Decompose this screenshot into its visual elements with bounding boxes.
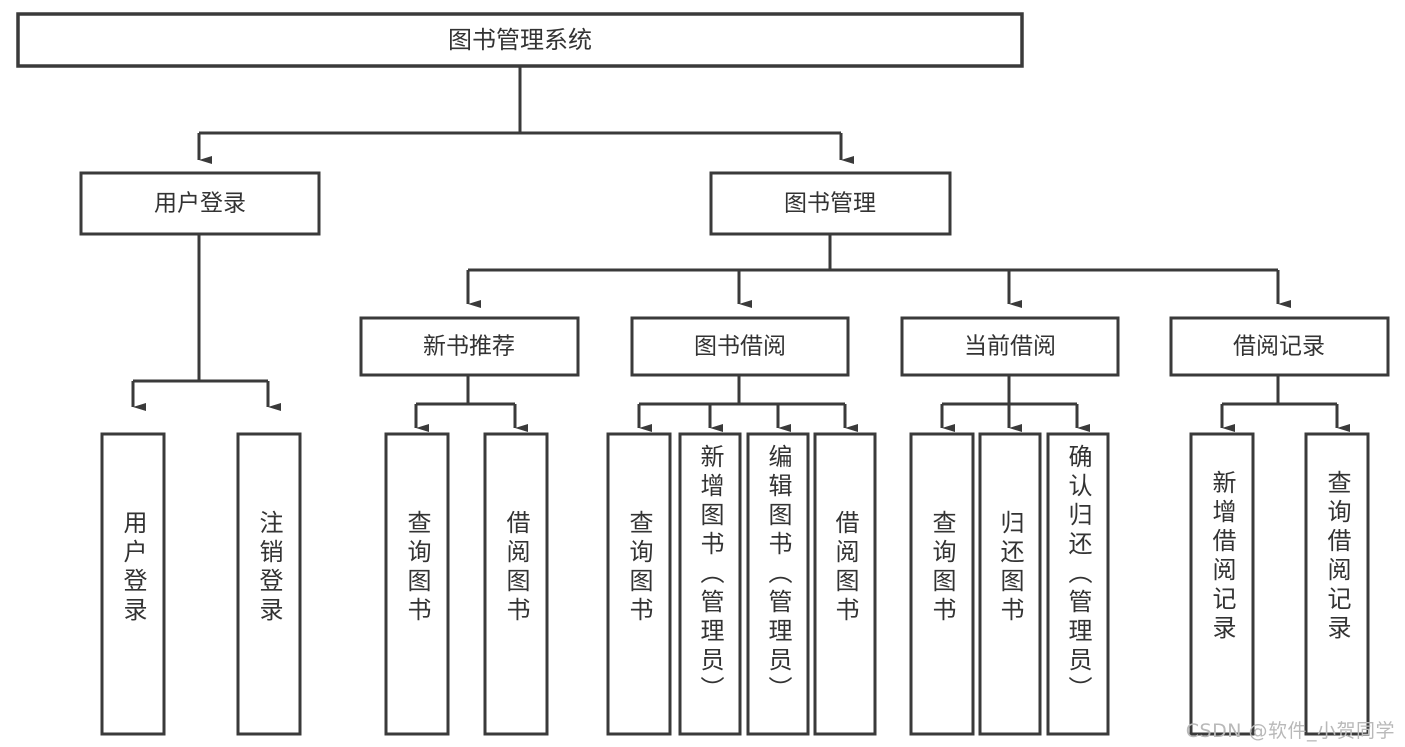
node-new-book-recommend-label: 新书推荐 bbox=[423, 334, 515, 360]
node-user-login[interactable]: 用户登录 bbox=[79, 171, 321, 236]
node-current-borrow-box[interactable] bbox=[900, 316, 1120, 377]
leaf-box-newbook-query[interactable] bbox=[384, 432, 450, 736]
leaf-box-borrow-lend[interactable] bbox=[813, 432, 877, 736]
node-current-borrow[interactable]: 当前借阅 bbox=[900, 316, 1120, 377]
node-book-management-box[interactable] bbox=[709, 171, 952, 236]
connector-group-userlogin-to-leaves bbox=[131, 234, 281, 411]
node-root-label: 图书管理系统 bbox=[448, 26, 592, 54]
connector-group-newbook-to-leaves bbox=[414, 375, 528, 432]
node-user-login-box[interactable] bbox=[79, 171, 321, 236]
leaf-box-current-confirm[interactable] bbox=[1046, 432, 1110, 736]
node-book-management[interactable]: 图书管理 bbox=[709, 171, 952, 236]
leaf-box-current-return[interactable] bbox=[978, 432, 1042, 736]
leaf-boxes-new-book-group bbox=[384, 432, 549, 736]
node-root-box[interactable] bbox=[16, 12, 1024, 68]
leaf-box-user-login[interactable] bbox=[100, 432, 166, 736]
node-root-book-management-system[interactable]: 图书管理系统 bbox=[16, 12, 1024, 68]
leaf-boxes-book-borrow-group bbox=[606, 432, 877, 736]
leaf-box-logout[interactable] bbox=[236, 432, 302, 736]
node-user-login-label: 用户登录 bbox=[154, 191, 246, 217]
connector-group-root-to-level2 bbox=[197, 66, 854, 164]
leaf-boxes-user-login-group bbox=[100, 432, 302, 736]
leaf-box-borrow-add[interactable] bbox=[678, 432, 742, 736]
node-borrow-records-box[interactable] bbox=[1169, 316, 1390, 377]
leaf-box-records-query[interactable] bbox=[1304, 432, 1370, 736]
connector-group-currentborrow-to-leaves bbox=[940, 375, 1090, 432]
node-book-borrow[interactable]: 图书借阅 bbox=[630, 316, 850, 377]
node-borrow-records-label: 借阅记录 bbox=[1233, 334, 1325, 360]
connector-group-records-to-leaves bbox=[1220, 375, 1350, 432]
leaf-box-current-query[interactable] bbox=[909, 432, 975, 736]
leaf-box-borrow-edit[interactable] bbox=[746, 432, 810, 736]
leaf-boxes-current-borrow-group bbox=[909, 432, 1110, 736]
node-current-borrow-label: 当前借阅 bbox=[964, 334, 1056, 360]
connector-group-bookborrow-to-leaves bbox=[637, 375, 858, 432]
node-book-borrow-box[interactable] bbox=[630, 316, 850, 377]
connector-group-bookmanage-to-level3 bbox=[466, 234, 1291, 308]
leaf-box-records-add[interactable] bbox=[1189, 432, 1255, 736]
leaf-boxes-records-group bbox=[1189, 432, 1370, 736]
node-book-management-label: 图书管理 bbox=[784, 191, 876, 217]
leaf-box-newbook-borrow[interactable] bbox=[483, 432, 549, 736]
leaf-box-borrow-query[interactable] bbox=[606, 432, 672, 736]
node-new-book-recommend-box[interactable] bbox=[359, 316, 580, 377]
node-book-borrow-label: 图书借阅 bbox=[694, 334, 786, 360]
node-borrow-records[interactable]: 借阅记录 bbox=[1169, 316, 1390, 377]
csdn-watermark: CSDN @软件_小贺同学 bbox=[1185, 720, 1395, 742]
node-new-book-recommend[interactable]: 新书推荐 bbox=[359, 316, 580, 377]
